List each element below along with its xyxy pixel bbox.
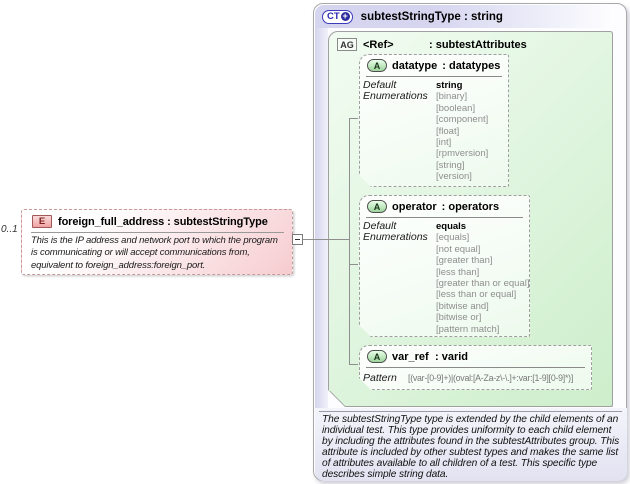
- enumeration-item: [rpmversion]: [436, 148, 489, 160]
- complex-type-header[interactable]: CT + subtestStringType : string: [315, 5, 627, 28]
- attribute-box-var-ref[interactable]: A var_ref : varid Pattern [(var-[0-9]+)|…: [359, 345, 592, 390]
- default-label: Default: [363, 220, 397, 232]
- default-label: Default: [363, 79, 397, 91]
- attribute-type: : operators: [441, 200, 500, 213]
- attribute-name: operator: [392, 200, 437, 213]
- attribute-group-header: AG <Ref> : subtestAttributes: [329, 32, 612, 51]
- enumeration-item: [greater than or equal]: [436, 278, 530, 290]
- attribute-type: : datatypes: [442, 59, 501, 72]
- type-annotation: The subtestStringType type is extended b…: [322, 414, 620, 480]
- attribute-divider: [366, 217, 523, 218]
- attribute-facets: Pattern [(var-[0-9]+)|(oval:[A-Za-z\-\.]…: [360, 370, 591, 384]
- enumeration-item: [not equal]: [436, 243, 481, 255]
- attribute-badge-icon: A: [367, 200, 387, 213]
- pattern-value: [(var-[0-9]+)|(oval:[A-Za-z\-\.]+:var:[1…: [408, 373, 574, 383]
- complex-type-box: CT + subtestStringType : string AG <Ref>…: [313, 3, 627, 481]
- attribute-badge-icon: A: [367, 59, 387, 72]
- element-divider: [31, 232, 284, 233]
- element-title: foreign_full_address : subtestStringType: [58, 215, 268, 228]
- footer-divider: [319, 411, 622, 412]
- attribute-group-box[interactable]: AG <Ref> : subtestAttributes A datatype …: [328, 31, 613, 407]
- attribute-name: var_ref: [392, 350, 429, 363]
- enumerations-label: Enumerations: [363, 90, 428, 103]
- default-value: string: [436, 80, 463, 91]
- attribute-box-operator[interactable]: A operator : operators Default Enumerati…: [359, 195, 530, 337]
- enumeration-item: [less than or equal]: [436, 289, 517, 301]
- connector-line: [303, 239, 349, 240]
- minus-icon: [295, 239, 300, 240]
- enumeration-item: [pattern match]: [436, 323, 500, 335]
- attribute-group-type: : subtestAttributes: [429, 38, 527, 51]
- attribute-group-badge-icon: AG: [337, 38, 357, 51]
- footer-area: [315, 408, 627, 481]
- element-badge-icon: E: [32, 215, 52, 228]
- tree-branch-datatype: [349, 118, 358, 119]
- attribute-type: : varid: [435, 350, 469, 363]
- attribute-box-datatype[interactable]: A datatype : datatypes Default Enumerati…: [359, 54, 509, 187]
- enumeration-item: [greater than]: [436, 255, 493, 267]
- tree-branch-varref: [349, 364, 358, 365]
- attribute-facets: Default Enumerations equals [equals][not…: [360, 220, 529, 335]
- left-accent-strip: [315, 28, 328, 408]
- pattern-label: Pattern: [363, 372, 397, 384]
- enumeration-item: [bitwise or]: [436, 312, 482, 324]
- element-description: This is the IP address and network port …: [31, 235, 278, 271]
- enumeration-item: [int]: [436, 137, 452, 149]
- chamfer-edge: [328, 390, 347, 407]
- plus-icon: +: [340, 11, 350, 21]
- attribute-name: datatype: [392, 59, 438, 72]
- cardinality-label: 0..1: [1, 224, 18, 235]
- enumeration-item: [boolean]: [436, 102, 476, 114]
- enumeration-item: [binary]: [436, 91, 468, 103]
- element-header: E foreign_full_address : subtestStringTy…: [22, 210, 292, 228]
- attribute-header: A operator : operators: [360, 196, 529, 213]
- attribute-facets: Default Enumerations string [binary][boo…: [360, 79, 508, 183]
- attribute-header: A var_ref : varid: [360, 346, 591, 363]
- tree-branch-operator: [349, 264, 358, 265]
- default-value: equals: [436, 221, 467, 232]
- element-box-foreign-full-address[interactable]: E foreign_full_address : subtestStringTy…: [21, 209, 293, 275]
- enumeration-item: [string]: [436, 159, 465, 171]
- collapse-toggle-icon[interactable]: [292, 234, 303, 245]
- complex-type-title: subtestStringType : string: [360, 10, 503, 23]
- enumeration-list: [equals][not equal][greater than][less t…: [436, 232, 529, 335]
- enumeration-item: [component]: [436, 114, 489, 126]
- enumeration-item: [bitwise and]: [436, 300, 489, 312]
- enumeration-item: [equals]: [436, 232, 470, 244]
- enumeration-item: [float]: [436, 125, 460, 137]
- enumeration-list: [binary][boolean][component][float][int]…: [436, 91, 488, 182]
- attribute-divider: [366, 76, 502, 77]
- enumeration-item: [less than]: [436, 266, 480, 278]
- complex-type-badge-icon: CT +: [322, 9, 353, 24]
- attribute-badge-icon: A: [367, 350, 387, 363]
- tree-trunk-line: [349, 118, 350, 365]
- attribute-group-name: <Ref>: [363, 38, 394, 51]
- attribute-header: A datatype : datatypes: [360, 55, 508, 72]
- enumeration-item: [version]: [436, 171, 472, 183]
- enumerations-label: Enumerations: [363, 231, 428, 244]
- attribute-divider: [366, 367, 585, 368]
- ct-badge-label: CT: [327, 10, 340, 22]
